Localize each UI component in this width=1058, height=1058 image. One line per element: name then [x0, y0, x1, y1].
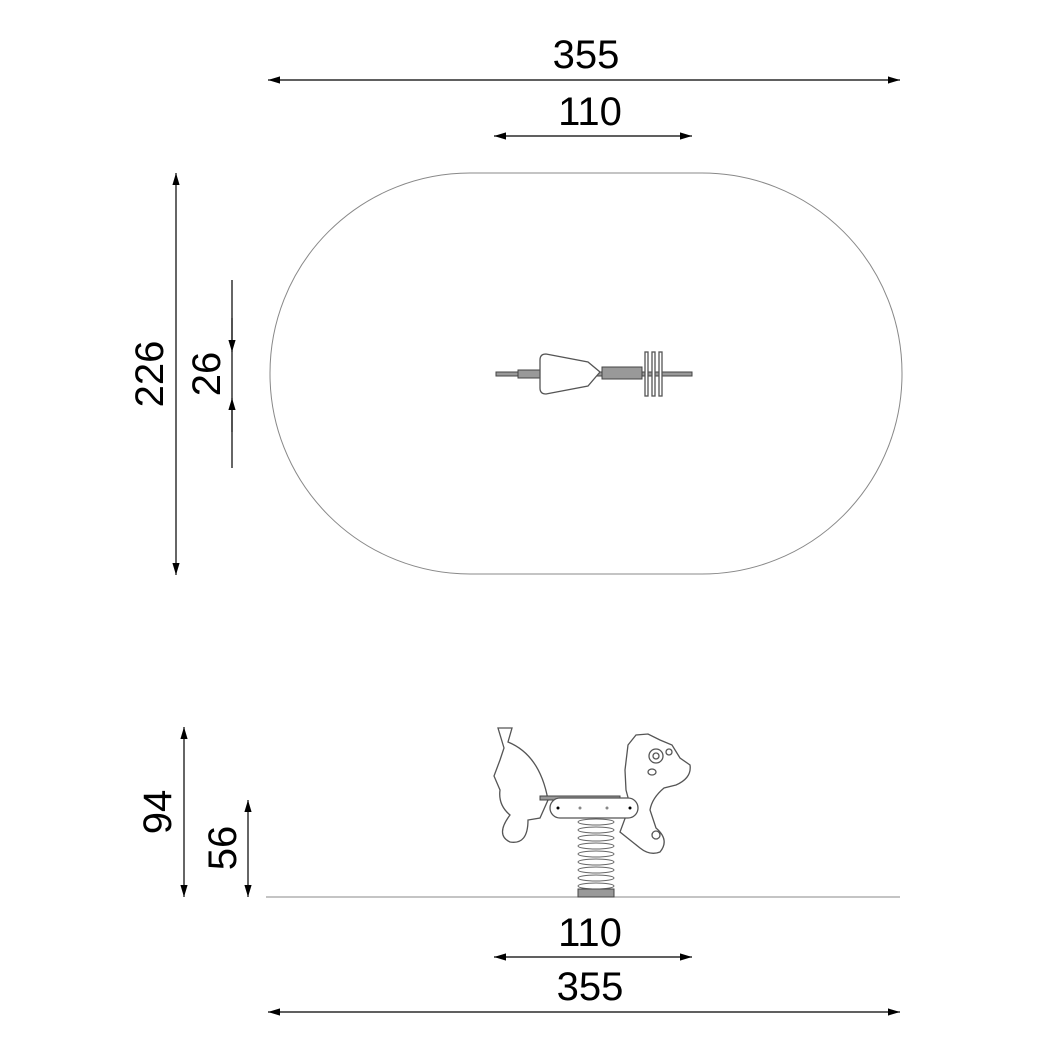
spring-rider-side-icon	[493, 727, 691, 898]
dim-depth-overall: 226	[128, 341, 172, 408]
dim-width-overall-top: 355	[553, 33, 620, 77]
spring-rider-top-icon	[495, 351, 693, 397]
dim-width-overall-side: 355	[557, 965, 624, 1009]
safety-area-outline	[269, 172, 903, 575]
dim-seat-height: 56	[201, 826, 245, 871]
top-view: 355 110 226 26	[128, 33, 903, 575]
dim-width-item-side: 110	[558, 911, 622, 955]
dim-height-overall: 94	[136, 790, 180, 835]
dim-width-item-top: 110	[558, 90, 622, 134]
side-view: 94 56 110 355	[136, 727, 900, 1016]
dim-depth-item: 26	[185, 352, 229, 397]
